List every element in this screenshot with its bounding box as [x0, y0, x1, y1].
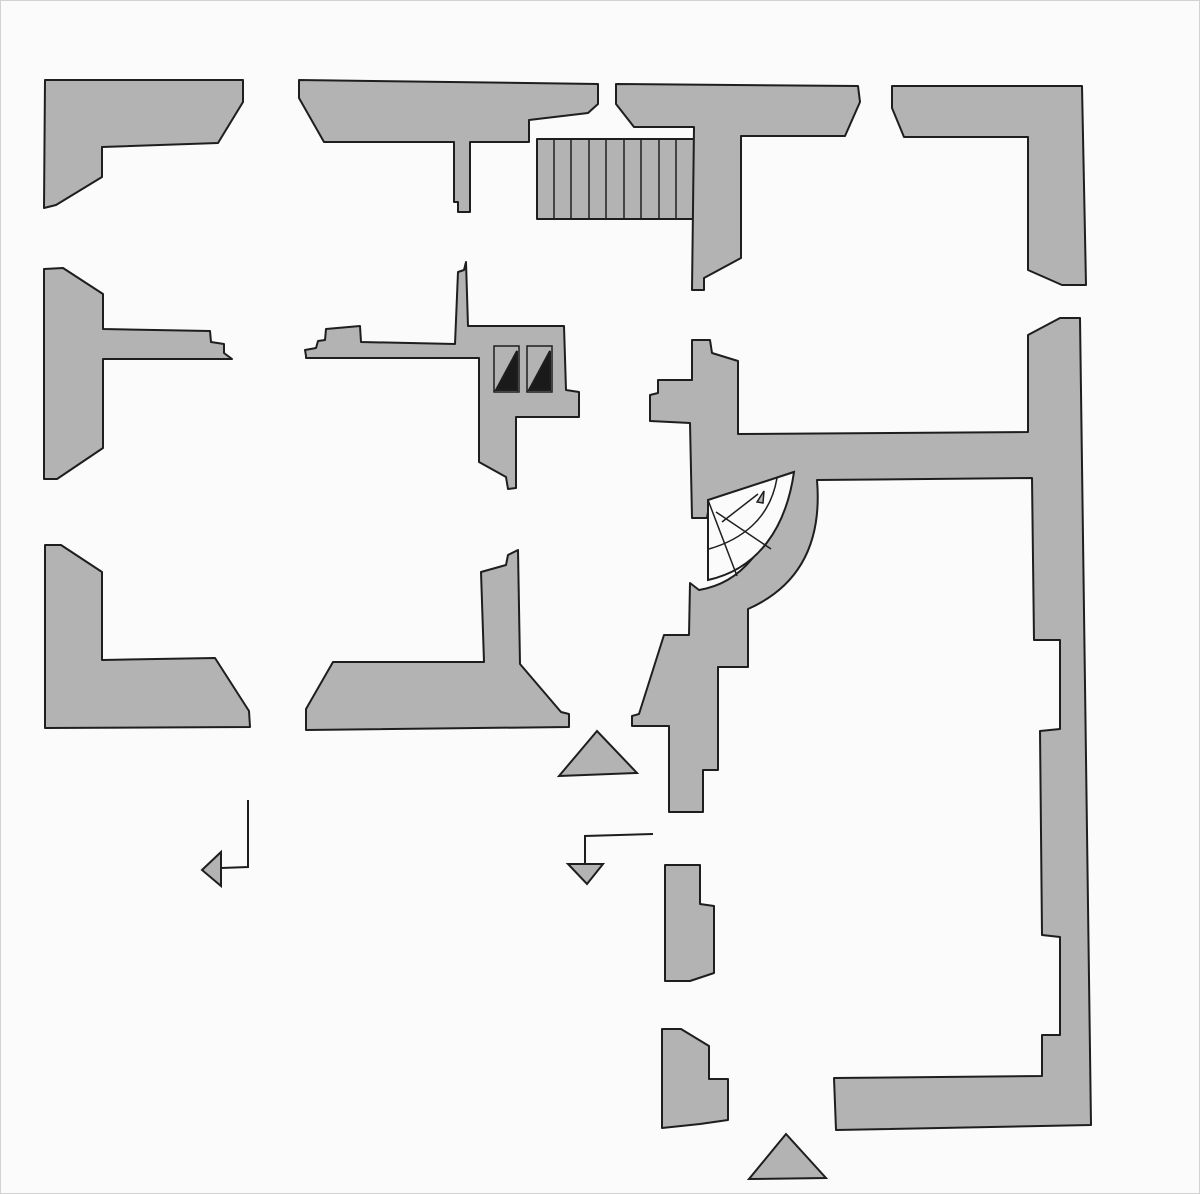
- stair-treads: [553, 139, 677, 219]
- wall-center-cross: [304, 261, 580, 490]
- wall-left-lower: [44, 544, 251, 729]
- direction-arrow-down-icon: [565, 863, 606, 886]
- wall-top-right-corner: [891, 85, 1087, 286]
- wall-pier-upper: [664, 864, 715, 982]
- wall-top-center: [615, 83, 861, 291]
- direction-arrow-center-line: [584, 833, 654, 864]
- winder-stair-arrow-icon: [755, 490, 765, 504]
- wall-left-upper: [43, 267, 233, 480]
- chimney-flue-left-fill: [494, 350, 518, 391]
- winder-stair: [707, 470, 796, 582]
- direction-arrows: [200, 800, 654, 889]
- entrance-markers: [556, 729, 829, 1181]
- direction-arrow-left-line: [220, 800, 249, 869]
- entrance-triangle-icon: [746, 1132, 829, 1181]
- wall-top-middle: [298, 79, 599, 213]
- wall-pier-lower: [661, 1028, 729, 1129]
- wall-top-left-corner: [43, 79, 244, 209]
- winder-stair-lines: [707, 477, 778, 577]
- entrance-triangle-icon: [556, 729, 640, 778]
- walls: [43, 79, 1092, 1131]
- wall-right-wing: [631, 317, 1092, 1131]
- stair-straight: [536, 138, 695, 220]
- chimney-flue-right-fill: [527, 350, 551, 391]
- direction-arrow-left-icon: [200, 849, 222, 889]
- wall-center-lower: [305, 549, 570, 731]
